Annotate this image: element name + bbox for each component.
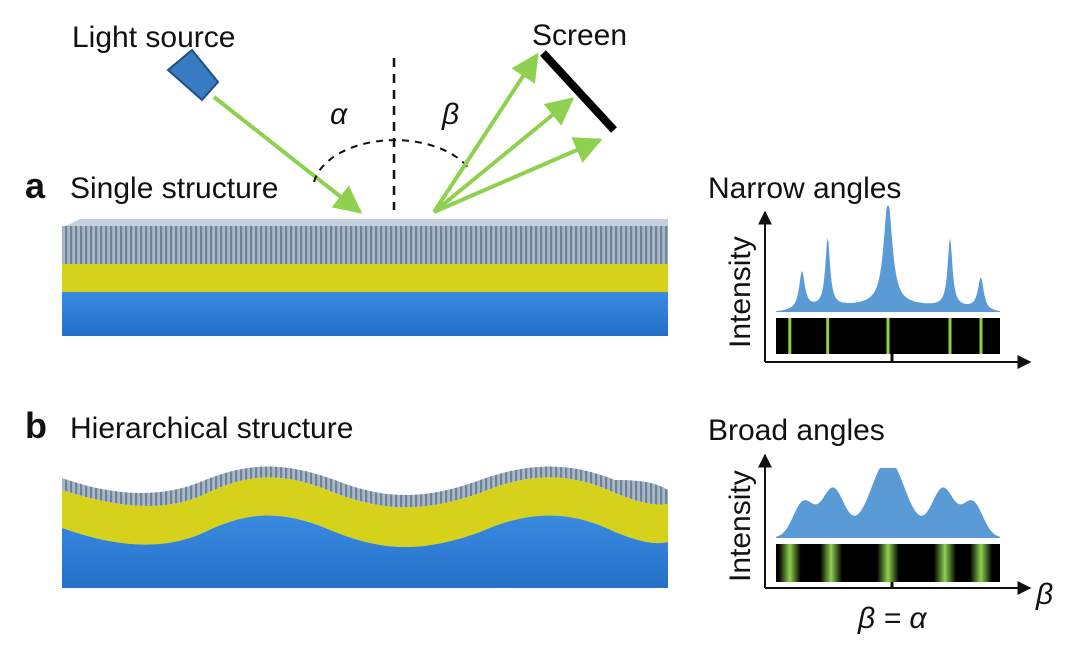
strip-line-0	[778, 544, 801, 582]
chart-b-peaks	[776, 468, 1000, 538]
intensity-curve	[776, 468, 1000, 538]
beta-equals-alpha-label: β = α	[857, 602, 927, 635]
chart-b-title: Broad angles	[708, 414, 885, 447]
reflected-ray-3	[433, 137, 603, 214]
strip-line-3	[948, 318, 952, 354]
strip-line-1	[826, 318, 830, 354]
strip-line-1	[820, 544, 843, 582]
incident-ray	[212, 95, 363, 214]
angle-arc	[313, 139, 471, 183]
chart-a-title: Narrow angles	[708, 172, 901, 205]
single-structure-sample	[62, 219, 668, 336]
light-source-icon	[166, 48, 220, 102]
chart-b-xlabel: β	[1035, 578, 1053, 611]
screen-bar	[540, 50, 617, 133]
screen-label: Screen	[532, 19, 627, 52]
strip-line-3	[933, 544, 956, 582]
panel-a-title: Single structure	[70, 172, 278, 205]
strip-line-0	[788, 318, 792, 354]
panel-b-letter: b	[25, 405, 47, 446]
hierarchical-structure-sample	[62, 466, 668, 588]
intensity-curve	[776, 206, 1000, 312]
strip-line-4	[970, 544, 992, 582]
reflected-ray-2	[432, 97, 575, 214]
strip-line-2	[886, 318, 890, 354]
strip-line-4	[979, 318, 983, 354]
strip-line-2	[877, 544, 899, 582]
chart-b-ylabel: Intensity	[724, 470, 757, 582]
chart-a-strip-lines	[788, 318, 983, 354]
chart-a-ylabel: Intensity	[724, 236, 757, 348]
light-source-label: Light source	[72, 21, 235, 54]
alpha-label: α	[330, 98, 348, 131]
panel-b-title: Hierarchical structure	[70, 412, 353, 445]
beta-label: β	[441, 98, 459, 131]
panel-a-letter: a	[25, 165, 46, 206]
reflected-ray-1	[432, 52, 539, 214]
chart-a-peaks	[776, 206, 1000, 312]
chart-b-strip-lines	[778, 544, 992, 582]
